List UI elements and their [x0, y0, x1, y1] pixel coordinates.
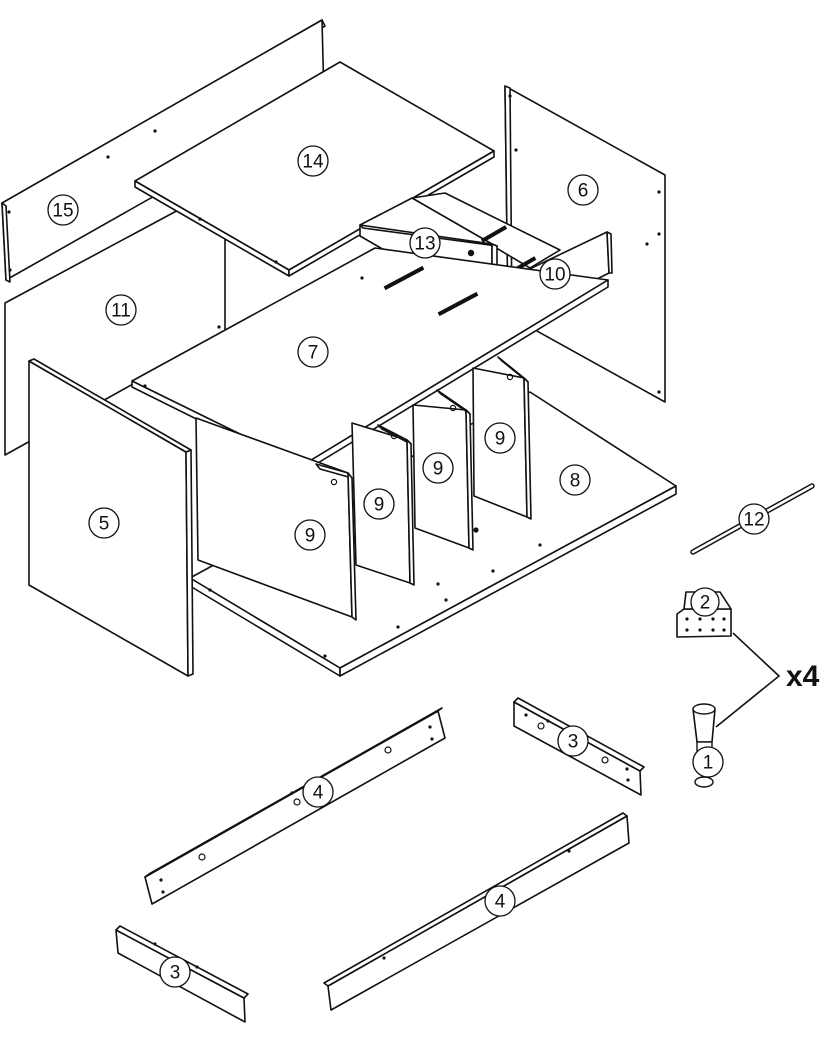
long-rail-lower: [323, 812, 630, 1011]
svg-text:7: 7: [308, 343, 319, 364]
svg-text:9: 9: [305, 526, 316, 547]
callout-9d: 9: [484, 422, 516, 454]
svg-text:10: 10: [544, 265, 565, 286]
callout-9c: 9: [422, 452, 454, 484]
svg-text:9: 9: [495, 429, 506, 450]
svg-text:4: 4: [313, 783, 324, 804]
svg-text:3: 3: [170, 963, 181, 984]
callout-9b: 9: [363, 488, 395, 520]
svg-text:9: 9: [433, 459, 444, 480]
callout-3-left: 3: [159, 956, 191, 988]
svg-text:4: 4: [495, 892, 506, 913]
callout-8: 8: [559, 464, 591, 496]
callout-9a: 9: [294, 519, 326, 551]
callout-3-right: 3: [557, 725, 589, 757]
callout-7: 7: [297, 336, 329, 368]
svg-text:14: 14: [302, 152, 324, 173]
quantity-leader: [715, 632, 781, 728]
svg-text:9: 9: [374, 495, 385, 516]
divider-1: [195, 417, 357, 621]
callout-15: 15: [47, 194, 79, 226]
svg-text:12: 12: [743, 510, 764, 531]
svg-text:11: 11: [111, 301, 131, 322]
callout-13: 13: [409, 227, 441, 259]
callout-14: 14: [297, 145, 329, 177]
svg-text:1: 1: [703, 753, 714, 774]
back-panel: [1, 19, 326, 283]
callout-5: 5: [88, 507, 120, 539]
svg-text:8: 8: [570, 471, 581, 492]
svg-text:3: 3: [568, 732, 579, 753]
callout-4-lower: 4: [484, 885, 516, 917]
svg-text:13: 13: [414, 234, 435, 255]
callout-12: 12: [738, 503, 770, 535]
svg-text:6: 6: [578, 181, 589, 202]
svg-text:5: 5: [99, 514, 110, 535]
callout-10: 10: [539, 258, 571, 290]
callout-1: 1: [692, 746, 724, 778]
long-rail-upper: [144, 707, 446, 905]
callout-11: 11: [105, 294, 137, 326]
callout-2: 2: [690, 587, 720, 617]
callout-4-upper: 4: [302, 776, 334, 808]
svg-text:2: 2: [700, 593, 711, 614]
callout-6: 6: [567, 174, 599, 206]
quantity-label: x4: [786, 660, 820, 693]
svg-text:15: 15: [52, 201, 73, 222]
